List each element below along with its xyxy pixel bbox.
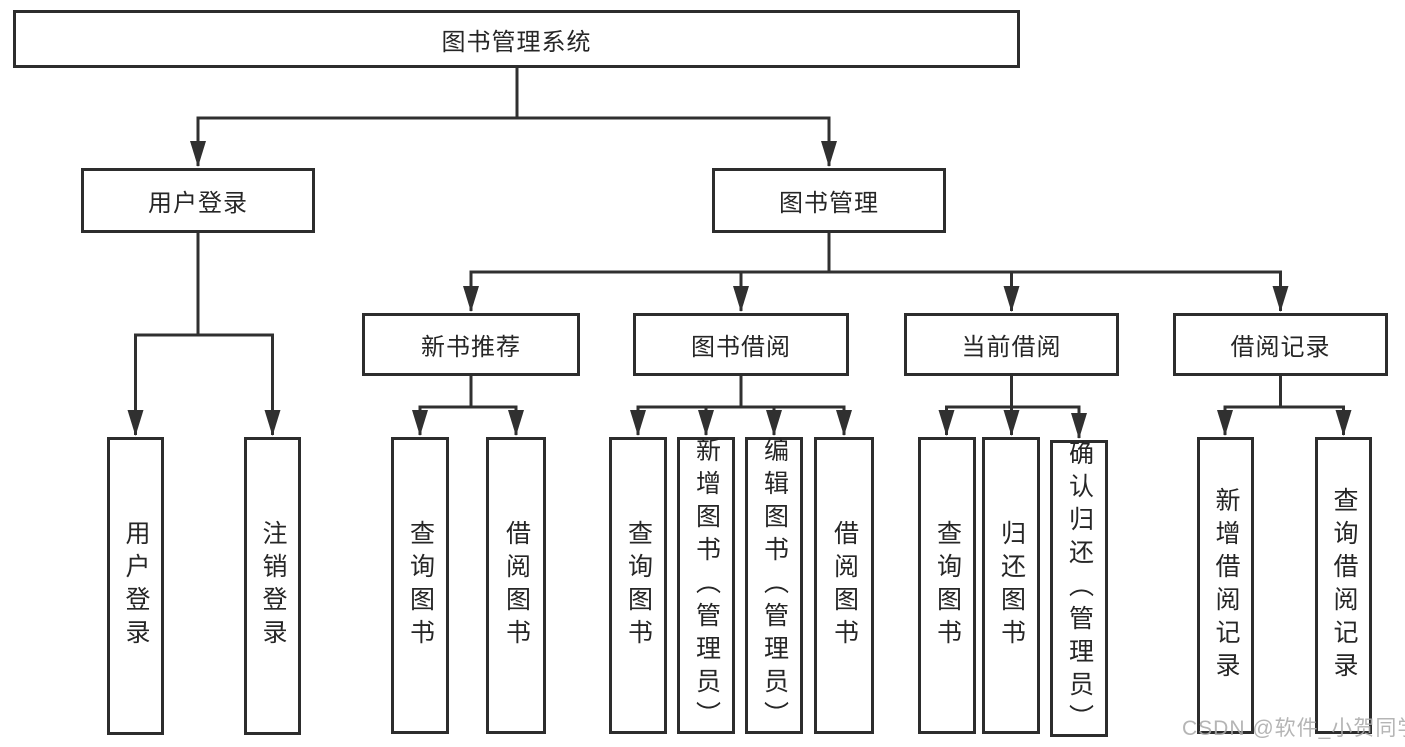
leaf-newbook-query-books: 查询图书 [391, 437, 449, 734]
node-user-login-label: 用户登录 [148, 190, 248, 217]
leaf-borrow-edit-books-admin-label: 编辑图书（管理员） [760, 437, 789, 734]
node-current-borrowing: 当前借阅 [904, 313, 1119, 376]
leaf-borrow-query-books-label: 查询图书 [624, 519, 653, 652]
leaf-user-login-label: 用户登录 [122, 520, 150, 652]
node-book-borrowing: 图书借阅 [633, 313, 849, 376]
leaf-current-return-books: 归还图书 [982, 437, 1040, 734]
leaf-borrow-add-books-admin-label: 新增图书（管理员） [692, 437, 721, 734]
leaf-records-add-record: 新增借阅记录 [1197, 437, 1254, 734]
leaf-newbook-borrow-books: 借阅图书 [486, 437, 546, 734]
leaf-borrow-add-books-admin: 新增图书（管理员） [677, 437, 735, 734]
leaf-current-query-books-label: 查询图书 [933, 519, 962, 652]
node-new-book-recommend-label: 新书推荐 [421, 334, 521, 361]
node-book-management-label: 图书管理 [779, 190, 879, 217]
leaf-borrow-query-books: 查询图书 [609, 437, 667, 734]
node-book-management: 图书管理 [712, 168, 946, 233]
leaf-borrow-edit-books-admin: 编辑图书（管理员） [745, 437, 803, 734]
connector-currentborrow-children [938, 376, 1087, 439]
connector-bookborrow-children [630, 376, 852, 436]
connector-newbook-children [412, 376, 524, 436]
leaf-current-return-books-label: 归还图书 [997, 519, 1026, 652]
node-system-root-label: 图书管理系统 [441, 28, 592, 56]
leaf-borrow-borrow-books-label: 借阅图书 [830, 519, 859, 652]
node-book-borrowing-label: 图书借阅 [691, 334, 791, 361]
leaf-logout-label: 注销登录 [259, 520, 287, 652]
leaf-newbook-query-books-label: 查询图书 [406, 519, 435, 652]
leaf-newbook-borrow-books-label: 借阅图书 [502, 519, 531, 652]
leaf-current-confirm-return-admin: 确认归还（管理员） [1050, 440, 1108, 737]
leaf-logout: 注销登录 [244, 437, 301, 735]
leaf-user-login: 用户登录 [107, 437, 164, 735]
leaf-records-query-record-label: 查询借阅记录 [1330, 486, 1358, 685]
connector-root-to-level2 [190, 68, 837, 167]
leaf-borrow-borrow-books: 借阅图书 [814, 437, 874, 734]
node-borrowing-records-label: 借阅记录 [1230, 334, 1331, 361]
leaf-current-query-books: 查询图书 [918, 437, 976, 734]
node-borrowing-records: 借阅记录 [1173, 313, 1388, 376]
leaf-current-confirm-return-admin-label: 确认归还（管理员） [1065, 440, 1094, 737]
leaf-records-query-record: 查询借阅记录 [1315, 437, 1372, 734]
connector-bookmgmt-children [463, 233, 1289, 312]
connector-records-children [1217, 376, 1352, 436]
leaf-records-add-record-label: 新增借阅记录 [1212, 486, 1240, 685]
node-system-root: 图书管理系统 [13, 10, 1020, 68]
connector-login-children [127, 233, 281, 436]
node-user-login: 用户登录 [81, 168, 315, 233]
csdn-watermark: CSDN @软件_小贺同学 [1182, 717, 1405, 740]
node-current-borrowing-label: 当前借阅 [961, 334, 1062, 361]
node-new-book-recommend: 新书推荐 [362, 313, 580, 376]
